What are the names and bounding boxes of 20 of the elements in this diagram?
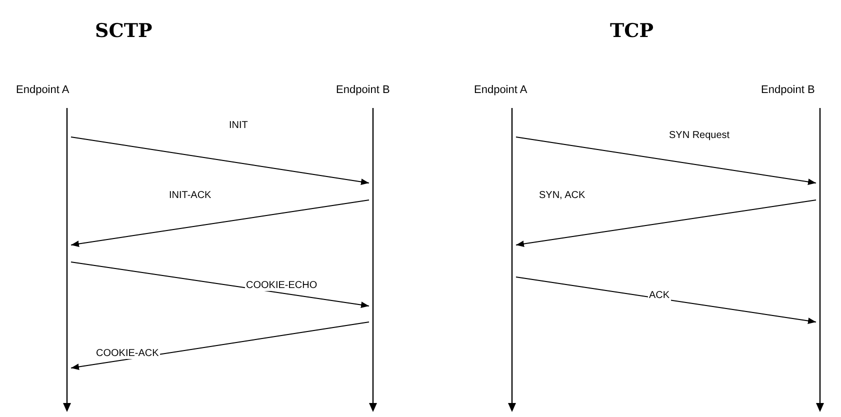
protocol-heading: SCTP <box>95 20 152 42</box>
message-label: COOKIE-ACK <box>95 348 160 359</box>
participant-label: Endpoint A <box>16 84 70 96</box>
message-arrow <box>70 136 370 185</box>
message-arrow <box>516 276 816 324</box>
message-label: SYN, ACK <box>538 190 586 201</box>
message-arrow <box>70 322 370 370</box>
message-label: SYN Request <box>668 130 731 141</box>
participant-label: Endpoint A <box>474 84 528 96</box>
participant-label: Endpoint B <box>336 84 390 96</box>
message-arrow <box>70 262 370 308</box>
message-arrow <box>516 136 816 185</box>
message-label: ACK <box>648 290 671 301</box>
message-label: COOKIE-ECHO <box>245 280 318 291</box>
message-arrow <box>70 200 370 247</box>
message-label: INIT <box>228 120 249 131</box>
participant-label: Endpoint B <box>761 84 815 96</box>
protocol-heading: TCP <box>610 20 654 42</box>
message-label: INIT-ACK <box>168 190 212 201</box>
message-arrow <box>516 200 816 247</box>
